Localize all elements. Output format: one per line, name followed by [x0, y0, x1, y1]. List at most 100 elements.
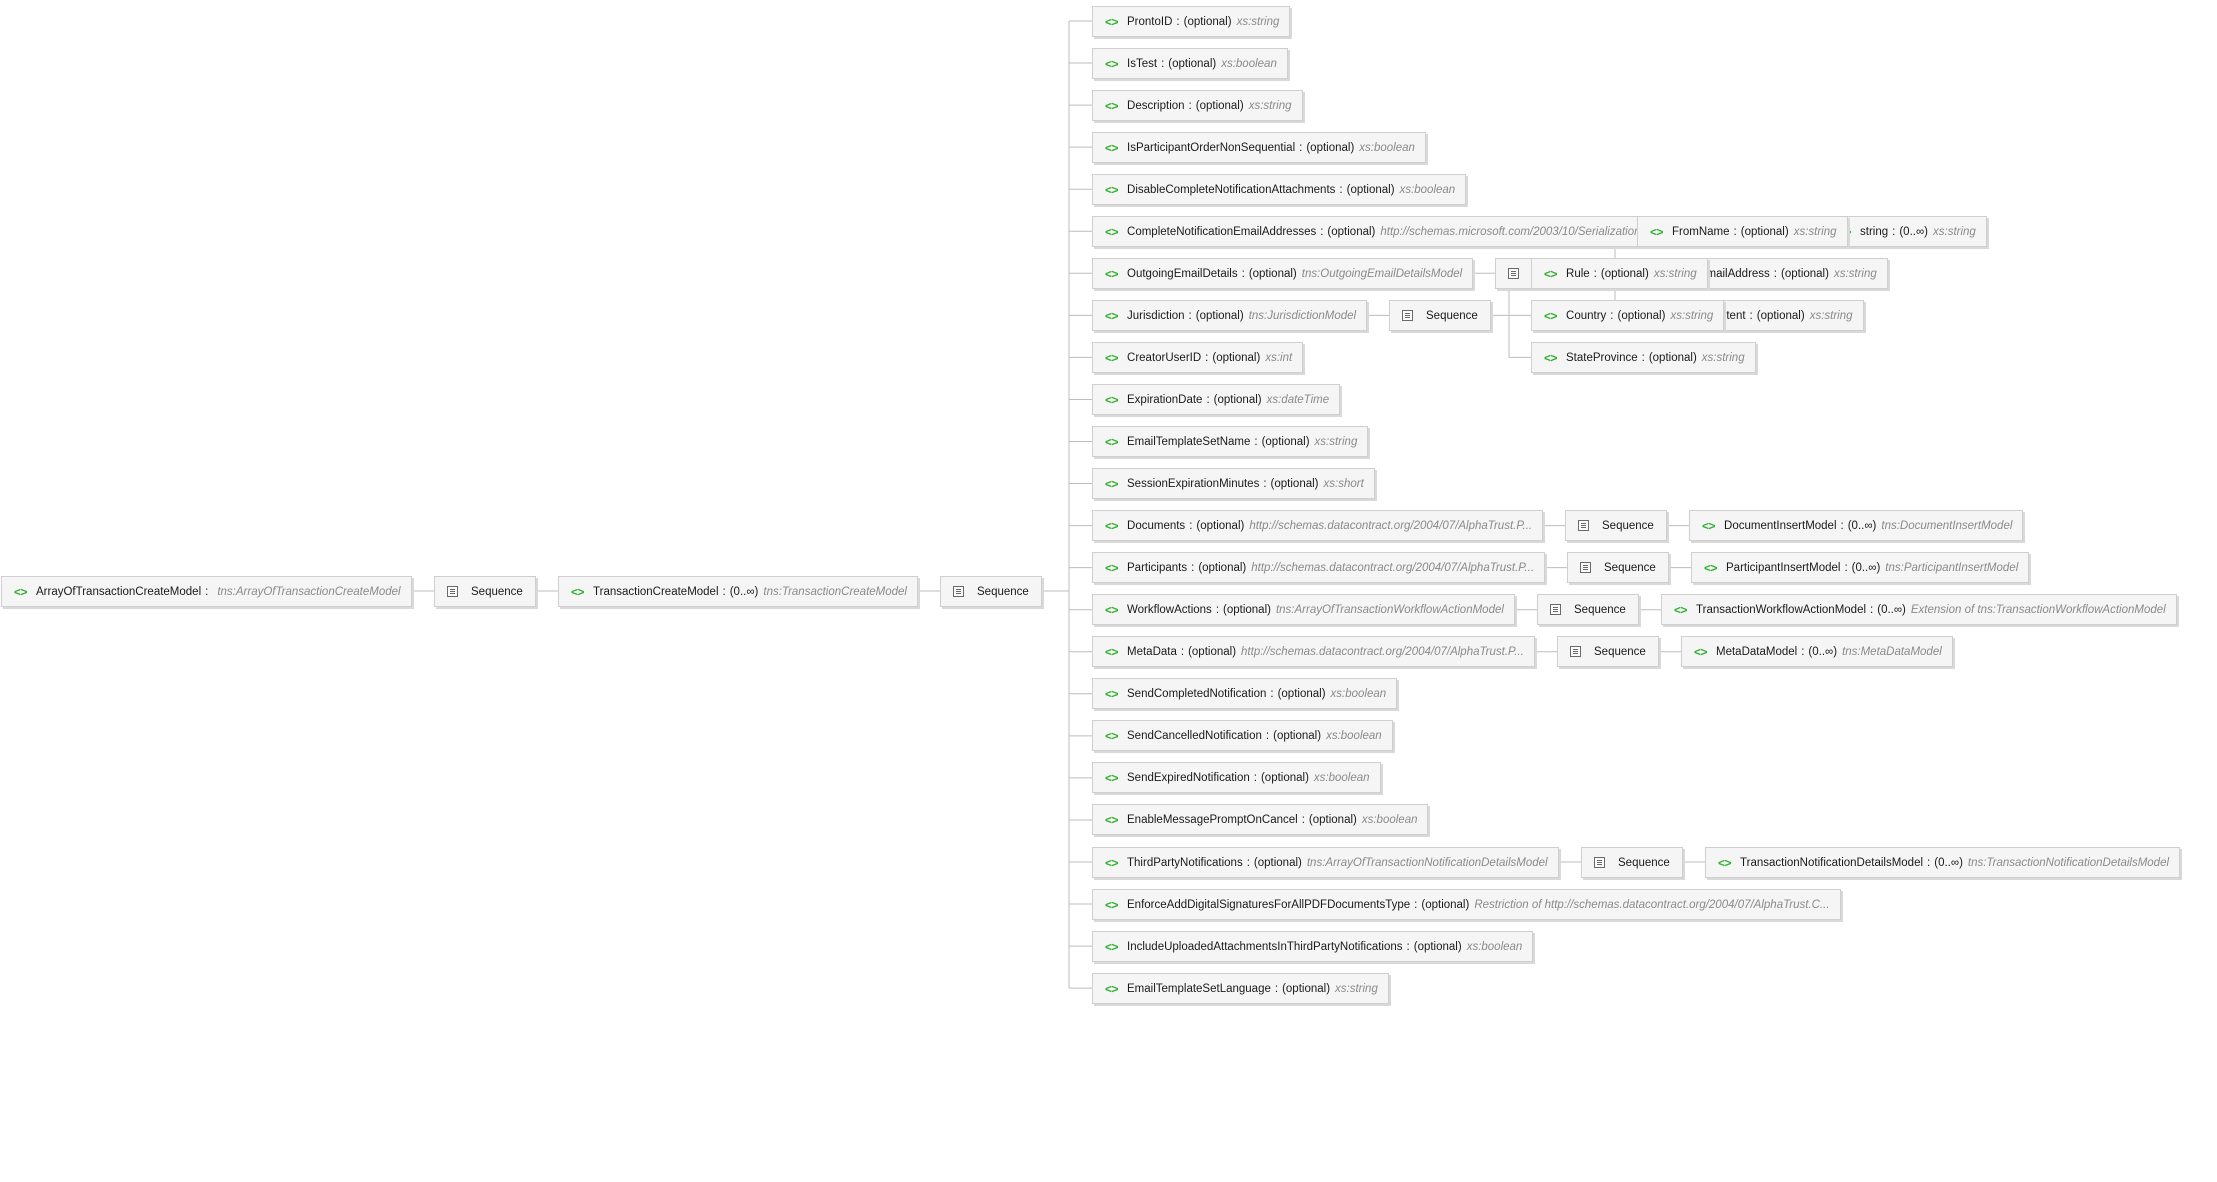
- element-node-root[interactable]: <> ArrayOfTransactionCreateModel : tns:A…: [1, 576, 412, 607]
- separator: :: [1301, 813, 1305, 826]
- element-icon: <>: [1105, 981, 1119, 996]
- sequence-node-root[interactable]: Sequence: [434, 576, 536, 607]
- sequence-label: Sequence: [1574, 603, 1626, 616]
- sequence-label: Sequence: [1426, 309, 1478, 322]
- element-type: tns:TransactionCreateModel: [763, 585, 907, 598]
- sequence-icon: [1570, 646, 1581, 657]
- element-icon: <>: [1105, 728, 1119, 743]
- element-name: MetaDataModel: [1716, 645, 1798, 658]
- element-node-include-uploaded-attachments-in-third-party-notifications[interactable]: <>IncludeUploadedAttachmentsInThirdParty…: [1092, 931, 1534, 962]
- element-node-transaction-workflow-action-model[interactable]: <>TransactionWorkflowActionModel:(0..∞)E…: [1661, 594, 2177, 625]
- element-node-disable-complete-notification-attachments[interactable]: <>DisableCompleteNotificationAttachments…: [1092, 174, 1467, 205]
- element-type: xs:string: [1236, 15, 1280, 28]
- element-node-meta-data[interactable]: <>MetaData:(optional)http://schemas.data…: [1092, 636, 1535, 667]
- element-icon: <>: [1650, 224, 1664, 239]
- separator: :: [1892, 225, 1896, 238]
- element-node-workflow-actions[interactable]: <>WorkflowActions:(optional)tns:ArrayOfT…: [1092, 594, 1515, 625]
- element-node-meta-data-model[interactable]: <>MetaDataModel:(0..∞)tns:MetaDataModel: [1681, 636, 1953, 667]
- element-icon: <>: [1105, 14, 1119, 29]
- element-occurs: (optional): [1261, 435, 1310, 448]
- element-node-is-test[interactable]: <>IsTest:(optional)xs:boolean: [1092, 48, 1288, 79]
- element-type: xs:short: [1323, 477, 1364, 490]
- element-name: SendExpiredNotification: [1127, 771, 1250, 784]
- element-type: xs:string: [1670, 309, 1714, 322]
- element-node-send-expired-notification[interactable]: <>SendExpiredNotification:(optional)xs:b…: [1092, 762, 1381, 793]
- element-type: xs:string: [1933, 225, 1976, 238]
- element-occurs: (optional): [1346, 183, 1395, 196]
- element-icon: <>: [1105, 266, 1119, 281]
- element-node-rule[interactable]: <>Rule:(optional)xs:string: [1531, 258, 1708, 289]
- sequence-node-meta-data[interactable]: Sequence: [1557, 636, 1659, 667]
- element-node-from-name[interactable]: <>FromName:(optional)xs:string: [1637, 216, 1848, 247]
- separator: :: [1406, 940, 1410, 953]
- element-node-participant-insert-model[interactable]: <>ParticipantInsertModel:(0..∞)tns:Parti…: [1691, 552, 2030, 583]
- element-occurs: (optional): [1270, 477, 1319, 490]
- separator: :: [1641, 351, 1645, 364]
- sequence-node-participants[interactable]: Sequence: [1567, 552, 1669, 583]
- element-name: EmailTemplateSetLanguage: [1127, 982, 1271, 995]
- separator: :: [1263, 477, 1267, 490]
- sequence-node-workflow-actions[interactable]: Sequence: [1537, 594, 1639, 625]
- element-node-jurisdiction[interactable]: <>Jurisdiction:(optional)tns:Jurisdictio…: [1092, 300, 1368, 331]
- element-name: ThirdPartyNotifications: [1127, 856, 1243, 869]
- element-type: tns:OutgoingEmailDetailsModel: [1301, 267, 1463, 280]
- element-name: Country: [1566, 309, 1607, 322]
- sequence-node-jurisdiction[interactable]: Sequence: [1389, 300, 1491, 331]
- element-node-description[interactable]: <>Description:(optional)xs:string: [1092, 90, 1303, 121]
- element-node-send-completed-notification[interactable]: <>SendCompletedNotification:(optional)xs…: [1092, 678, 1398, 709]
- element-name: DisableCompleteNotificationAttachments: [1127, 183, 1336, 196]
- element-occurs: (optional): [1421, 898, 1470, 911]
- element-name: StateProvince: [1566, 351, 1638, 364]
- element-node-document-insert-model[interactable]: <>DocumentInsertModel:(0..∞)tns:Document…: [1689, 510, 2024, 541]
- element-node-creator-user-id[interactable]: <>CreatorUserID:(optional)xs:int: [1092, 342, 1304, 373]
- element-node-country[interactable]: <>Country:(optional)xs:string: [1531, 300, 1725, 331]
- sequence-node-model[interactable]: Sequence: [940, 576, 1042, 607]
- element-node-session-expiration-minutes[interactable]: <>SessionExpirationMinutes:(optional)xs:…: [1092, 468, 1375, 499]
- element-type: xs:string: [1833, 267, 1877, 280]
- sequence-label: Sequence: [1618, 856, 1670, 869]
- separator: :: [1593, 267, 1597, 280]
- element-name: ArrayOfTransactionCreateModel: [36, 585, 202, 598]
- element-icon: <>: [1105, 855, 1119, 870]
- element-node-enforce-add-digital-signatures-for-all-pdfdocuments-type[interactable]: <>EnforceAddDigitalSignaturesForAllPDFDo…: [1092, 889, 1841, 920]
- element-node-participants[interactable]: <>Participants:(optional)http://schemas.…: [1092, 552, 1546, 583]
- element-type: Restriction of http://schemas.datacontra…: [1474, 898, 1830, 911]
- element-name: EnforceAddDigitalSignaturesForAllPDFDocu…: [1127, 898, 1411, 911]
- element-type: xs:boolean: [1313, 771, 1370, 784]
- element-name: FromName: [1672, 225, 1730, 238]
- element-icon: <>: [1105, 308, 1119, 323]
- element-occurs: (0..∞): [1899, 225, 1928, 238]
- element-icon: <>: [1105, 476, 1119, 491]
- element-type: tns:MetaDataModel: [1842, 645, 1942, 658]
- element-occurs: (optional): [1617, 309, 1666, 322]
- element-node-email-template-set-name[interactable]: <>EmailTemplateSetName:(optional)xs:stri…: [1092, 426, 1369, 457]
- element-occurs: (optional): [1282, 982, 1331, 995]
- element-icon: <>: [1105, 560, 1119, 575]
- element-node-pronto-id[interactable]: <>ProntoID:(optional)xs:string: [1092, 6, 1291, 37]
- element-node-email-template-set-language[interactable]: <>EmailTemplateSetLanguage:(optional)xs:…: [1092, 973, 1389, 1004]
- element-node-send-cancelled-notification[interactable]: <>SendCancelledNotification:(optional)xs…: [1092, 720, 1393, 751]
- sequence-node-third-party-notifications[interactable]: Sequence: [1581, 847, 1683, 878]
- element-type: tns:ArrayOfTransactionCreateModel: [217, 585, 401, 598]
- element-node-string[interactable]: <>string:(0..∞)xs:string: [1825, 216, 1987, 247]
- element-node-transaction-create-model[interactable]: <> TransactionCreateModel : (0..∞) tns:T…: [558, 576, 918, 607]
- element-type: tns:DocumentInsertModel: [1881, 519, 2013, 532]
- element-icon: <>: [1105, 56, 1119, 71]
- separator: :: [1215, 603, 1220, 616]
- element-node-enable-message-prompt-on-cancel[interactable]: <>EnableMessagePromptOnCancel:(optional)…: [1092, 804, 1429, 835]
- element-node-expiration-date[interactable]: <>ExpirationDate:(optional)xs:dateTime: [1092, 384, 1341, 415]
- element-node-transaction-notification-details-model[interactable]: <>TransactionNotificationDetailsModel:(0…: [1705, 847, 2181, 878]
- element-type: xs:boolean: [1221, 57, 1277, 70]
- element-node-outgoing-email-details[interactable]: <>OutgoingEmailDetails:(optional)tns:Out…: [1092, 258, 1474, 289]
- element-node-is-participant-order-non-sequential[interactable]: <>IsParticipantOrderNonSequential:(optio…: [1092, 132, 1426, 163]
- element-node-complete-notification-email-addresses[interactable]: <>CompleteNotificationEmailAddresses:(op…: [1092, 216, 1680, 247]
- element-node-third-party-notifications[interactable]: <>ThirdPartyNotifications:(optional)tns:…: [1092, 847, 1559, 878]
- separator: :: [1339, 183, 1343, 196]
- element-name: TransactionNotificationDetailsModel: [1740, 856, 1924, 869]
- element-type: http://schemas.datacontract.org/2004/07/…: [1251, 561, 1535, 574]
- element-type: xs:string: [1314, 435, 1358, 448]
- element-node-documents[interactable]: <>Documents:(optional)http://schemas.dat…: [1092, 510, 1544, 541]
- sequence-node-documents[interactable]: Sequence: [1565, 510, 1667, 541]
- separator: :: [1927, 856, 1931, 869]
- element-node-state-province[interactable]: <>StateProvince:(optional)xs:string: [1531, 342, 1756, 373]
